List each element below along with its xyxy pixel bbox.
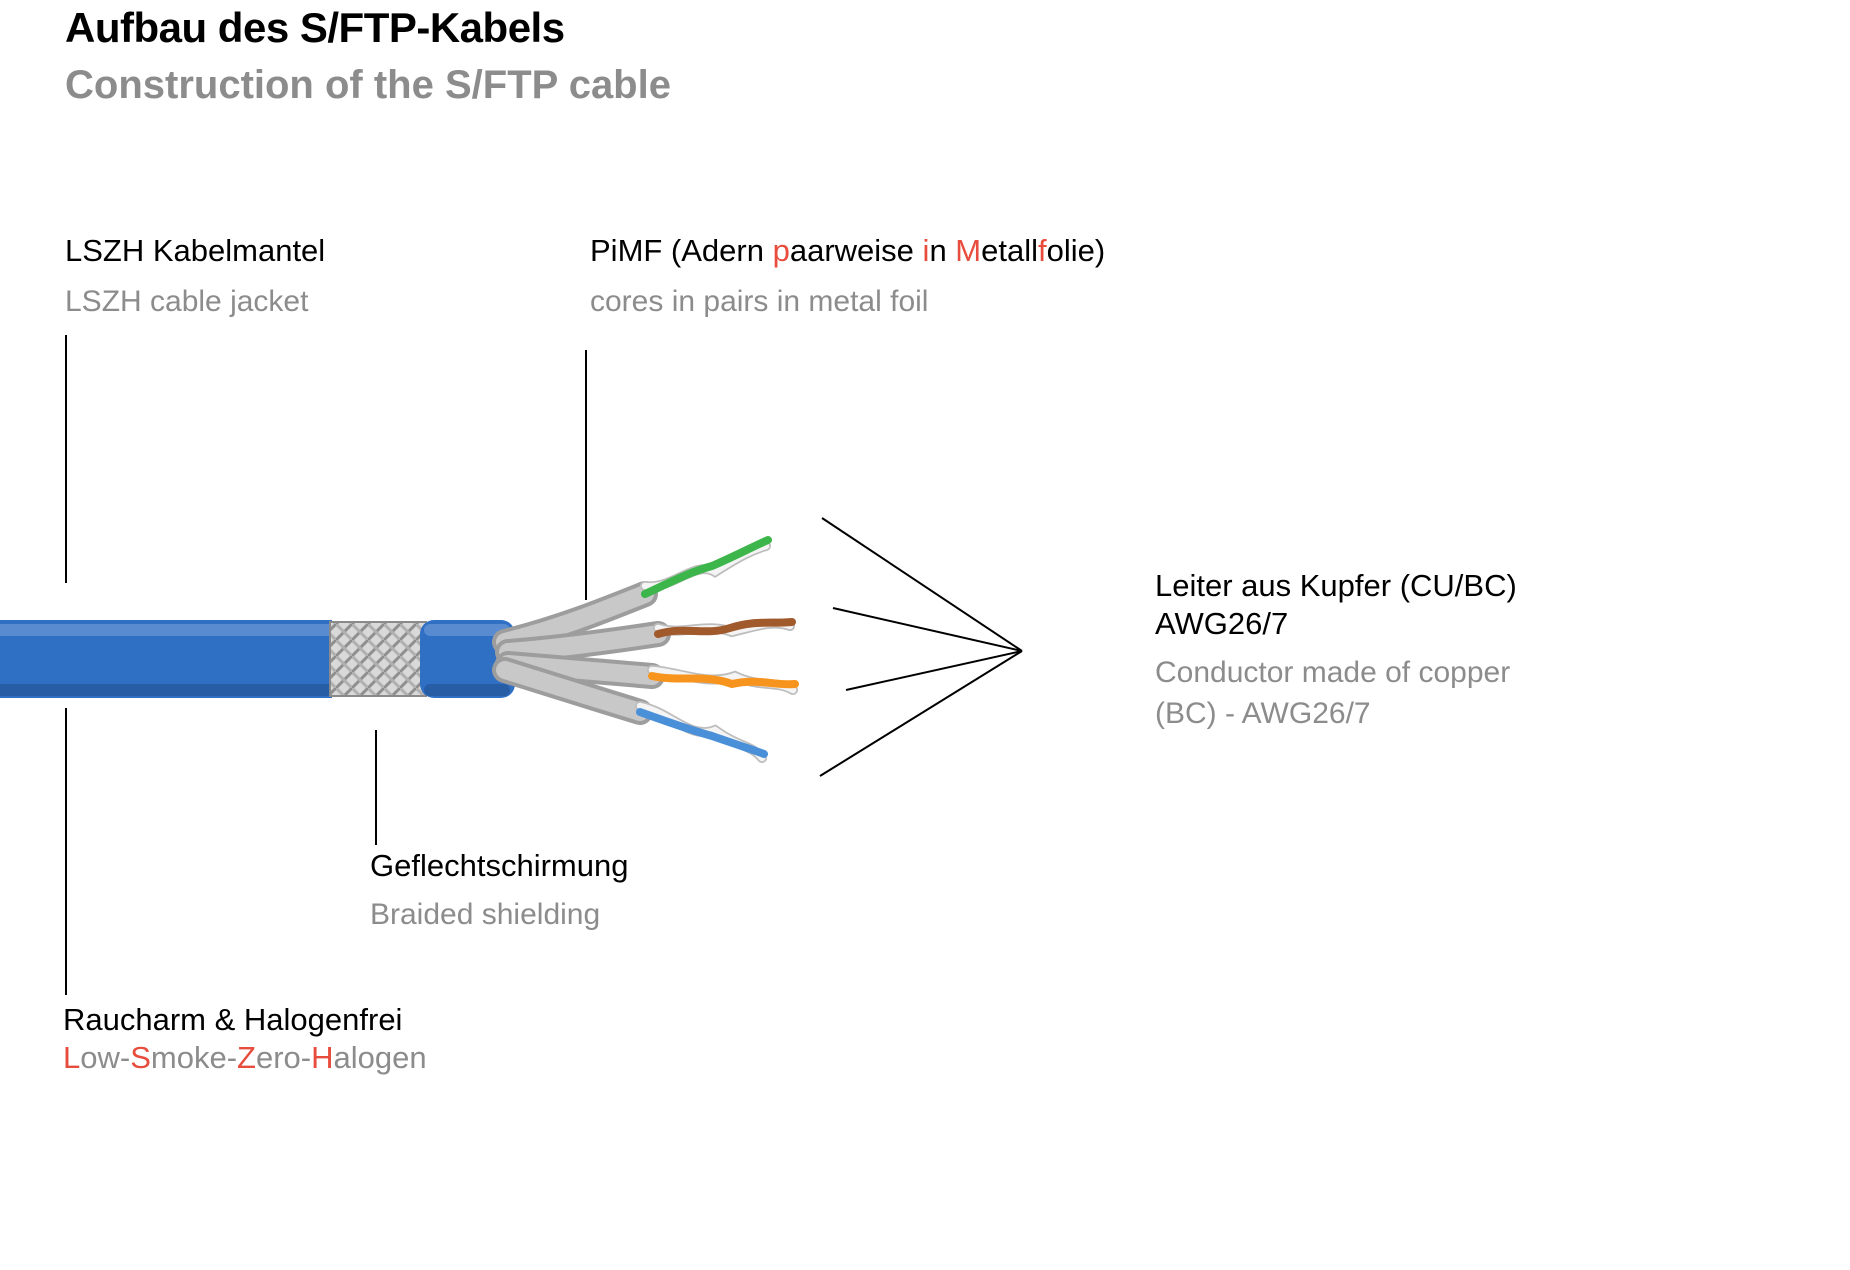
- page-title-de: Aufbau des S/FTP-Kabels: [65, 4, 565, 51]
- label-braid-de: Geflechtschirmung: [370, 848, 629, 883]
- twisted-pair-brown: [495, 618, 796, 665]
- label-pimf-en: cores in pairs in metal foil: [590, 285, 929, 318]
- braided-shield: [329, 621, 427, 697]
- label-braid-en: Braided shielding: [370, 898, 601, 931]
- label-conductor-de-line1: Leiter aus Kupfer (CU/BC): [1155, 568, 1517, 603]
- label-conductor-en-line1: Conductor made of copper: [1155, 656, 1511, 689]
- cable-jacket-left: [0, 620, 332, 698]
- label-smoke-en: Low-Smoke-Zero-Halogen: [63, 1040, 427, 1075]
- label-smoke-de: Raucharm & Halogenfrei: [63, 1002, 403, 1037]
- label-conductor-de-line2: AWG26/7: [1155, 606, 1289, 641]
- label-jacket-de: LSZH Kabelmantel: [65, 233, 326, 268]
- label-jacket-en: LSZH cable jacket: [65, 285, 309, 318]
- leader-lines: [65, 335, 1023, 995]
- label-pimf-de: PiMF (Adern paarweise in Metallfolie): [590, 233, 1106, 268]
- cable-jacket-right: [420, 620, 515, 698]
- twisted-pair-blue: [492, 657, 768, 763]
- leader-conductor-2: [832, 607, 1023, 652]
- leader-conductor-4: [819, 650, 1023, 777]
- page-title-en: Construction of the S/FTP cable: [65, 63, 671, 107]
- twisted-pair-green: [492, 536, 772, 655]
- label-conductor-en-line2: (BC) - AWG26/7: [1155, 697, 1371, 730]
- leader-conductor-1: [821, 517, 1023, 652]
- leader-conductor-3: [845, 650, 1023, 691]
